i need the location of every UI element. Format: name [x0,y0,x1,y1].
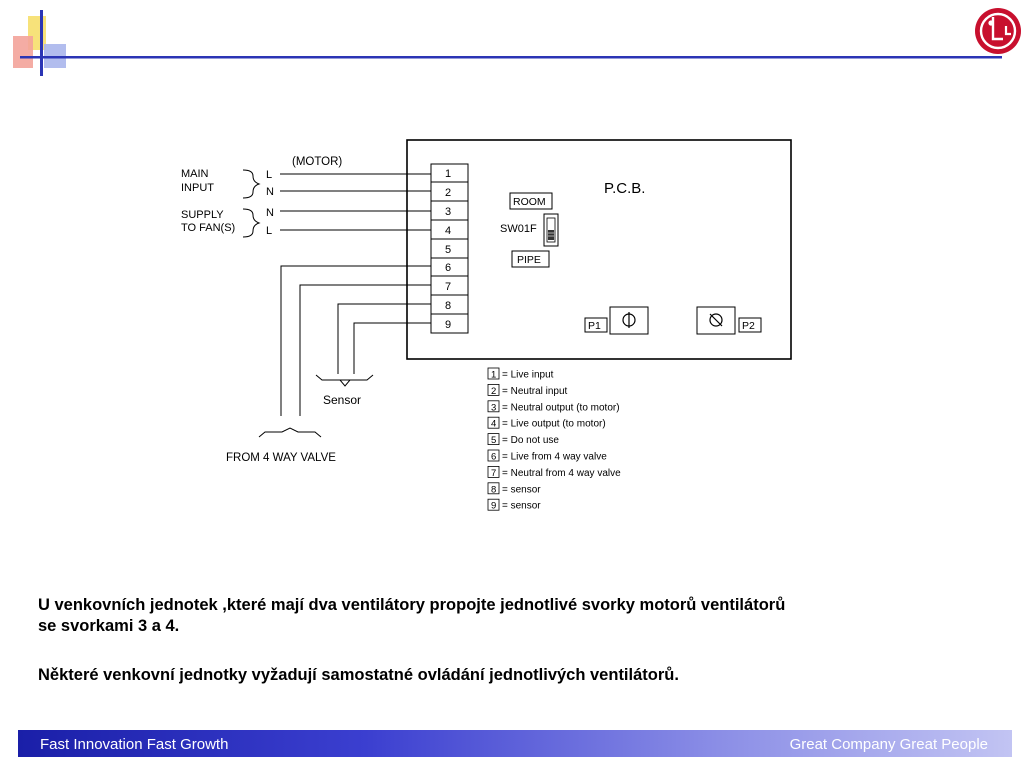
p1-label: P1 [588,320,601,332]
legend-number-box [487,367,500,380]
legend-number: 3 [491,402,496,413]
terminal-3: 3 [445,206,451,218]
paragraph-1-line-2: se svorkami 3 a 4. [38,617,180,635]
terminal-2: 2 [445,187,451,199]
legend-number-box [487,400,500,413]
footer-bar: Fast Innovation Fast Growth Great Compan… [18,730,1012,757]
pcb-label: P.C.B. [604,180,645,197]
main-input-brace [242,169,261,199]
legend-row: 5 = Do not use [487,433,559,446]
legend-number-box [487,433,500,446]
terminal-5: 5 [445,244,451,256]
legend: 1 = Live input 2 = Neutral input 3 = Neutral … [487,367,621,512]
pcb-box [406,139,792,360]
supply-to-fans-label: SUPPLY [181,209,224,221]
legend-text: = Live output (to motor) [502,419,606,430]
legend-text: = sensor [502,501,541,512]
legend-number-box [487,498,500,511]
wire-letter-4: L [266,225,272,237]
sensor-label: Sensor [323,393,361,407]
room-box [509,192,553,210]
potentiometer-p1-icon [609,306,649,335]
legend-row: 8 = sensor [487,482,541,495]
legend-number: 5 [491,435,496,446]
terminal-7: 7 [445,281,451,293]
legend-row: 4 = Live output (to motor) [487,416,606,430]
pipe-box [511,250,550,268]
terminal-9: 9 [445,319,451,331]
paragraph-2: Některé venkovní jednotky vyžadují samos… [38,666,679,684]
legend-text: = Live from 4 way valve [502,452,607,463]
wire-letter-2: N [266,186,274,198]
p1-box [584,317,608,333]
footer-left-slogan: Fast Innovation Fast Growth [40,736,229,753]
terminal-1: 1 [445,168,451,180]
legend-row: 3 = Neutral output (to motor) [487,400,620,413]
p2-box [738,317,762,333]
legend-text: = Neutral from 4 way valve [502,468,621,479]
supply-brace [242,208,261,238]
legend-number-box [487,465,500,478]
legend-text: = Neutral input [502,386,568,397]
legend-number: 8 [491,484,496,495]
legend-row: 1 = Live input [487,367,554,381]
legend-row: 7 = Neutral from 4 way valve [487,465,621,479]
terminal-block [430,163,469,334]
motor-label: (MOTOR) [292,156,342,168]
legend-number-box [487,383,500,396]
legend-number: 9 [491,501,496,512]
valve-label: FROM 4 WAY VALVE [226,452,336,464]
legend-number-box [487,416,500,429]
footer-right-slogan: Great Company Great People [789,736,988,753]
terminal-4: 4 [445,225,451,237]
legend-number-box [487,482,500,495]
main-input-label: INPUT [181,182,214,194]
lg-logo-icon [975,8,1021,54]
switch-label: SW01F [500,223,537,235]
legend-text: = Neutral output (to motor) [502,402,620,413]
room-label: ROOM [513,196,546,208]
paragraph-1-line-1: U venkovních jednotek ,které mají dva ve… [38,596,786,614]
terminal-8: 8 [445,300,451,312]
legend-row: 2 = Neutral input [487,383,568,397]
p2-label: P2 [742,320,755,332]
wire-letter-3: N [266,207,274,219]
main-input-label: MAIN [181,168,209,180]
header-decoration-icon [13,10,1002,76]
legend-number: 1 [491,370,496,381]
legend-text: = Live input [502,370,554,381]
wire-letter-1: L [266,169,272,181]
terminal-6: 6 [445,262,451,274]
legend-row: 9 = sensor [487,498,541,512]
supply-to-fans-label: TO FAN(S) [181,222,235,234]
legend-number: 2 [491,386,496,397]
legend-number: 4 [491,419,496,430]
legend-row: 6 = Live from 4 way valve [487,449,607,463]
legend-text: = sensor [502,484,541,495]
pipe-label: PIPE [517,254,541,266]
switch-icon [543,213,559,247]
legend-number: 6 [491,452,496,463]
legend-text: = Do not use [502,435,559,446]
potentiometer-p2-icon [696,306,736,335]
legend-number: 7 [491,468,496,479]
legend-number-box [487,449,500,462]
